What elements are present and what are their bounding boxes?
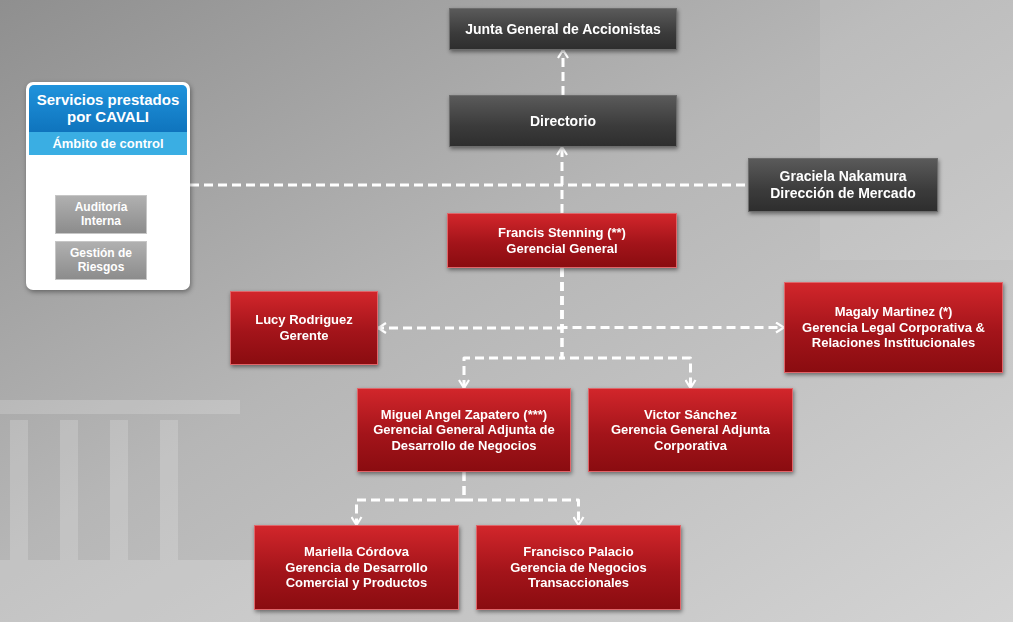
person-name: Lucy Rodriguez [237, 312, 371, 328]
dashed-connector [562, 268, 784, 328]
person-name: Magaly Martinez (*) [791, 304, 996, 320]
role-title: Gerente [237, 328, 371, 344]
governance-box: Graciela NakamuraDirección de Mercado [748, 158, 938, 212]
position-box: Francisco PalacioGerencia de Negocios Tr… [476, 525, 681, 610]
dashed-connector [561, 147, 564, 213]
box-content: Victor SánchezGerencia General Adjunta C… [595, 407, 786, 454]
dashed-connector [464, 472, 579, 525]
service-panel: Servicios prestados por CAVALIÁmbito de … [26, 82, 190, 290]
dashed-connector [562, 268, 691, 388]
governance-box: Junta General de Accionistas [449, 8, 677, 50]
dashed-connector [357, 472, 465, 525]
role-title: Gerencial General [454, 241, 670, 257]
position-box: Lucy RodriguezGerente [230, 291, 378, 365]
person-name: Mariella Córdova [261, 544, 452, 560]
position-box: Miguel Angel Zapatero (***)Gerencial Gen… [357, 388, 571, 472]
box-content: Francis Stenning (**)Gerencial General [454, 225, 670, 256]
function-box: Auditoría Interna [55, 195, 147, 234]
box-content: Graciela NakamuraDirección de Mercado [755, 168, 931, 202]
role-title: Gerencia Legal Corporativa & Relaciones … [791, 320, 996, 351]
box-label: Directorio [456, 113, 670, 130]
box-content: Gestión de Riesgos [60, 246, 142, 275]
box-content: Mariella CórdovaGerencia de Desarrollo C… [261, 544, 452, 591]
position-box: Mariella CórdovaGerencia de Desarrollo C… [254, 525, 459, 610]
position-box: Victor SánchezGerencia General Adjunta C… [588, 388, 793, 472]
box-content: Miguel Angel Zapatero (***)Gerencial Gen… [364, 407, 564, 454]
dashed-connector [464, 268, 562, 388]
person-name: Francisco Palacio [483, 544, 674, 560]
person-name: Graciela Nakamura [755, 168, 931, 185]
box-content: Auditoría Interna [60, 200, 142, 229]
person-name: Victor Sánchez [595, 407, 786, 423]
role-title: Dirección de Mercado [755, 185, 931, 202]
box-content: Junta General de Accionistas [456, 21, 670, 38]
box-label: Gestión de Riesgos [60, 246, 142, 275]
position-box: Magaly Martinez (*)Gerencia Legal Corpor… [784, 282, 1003, 373]
box-label: Junta General de Accionistas [456, 21, 670, 38]
dashed-connector [378, 268, 562, 328]
dashed-connector [190, 184, 748, 187]
function-box: Gestión de Riesgos [55, 241, 147, 280]
dashed-connector [562, 50, 565, 95]
role-title: Gerencia General Adjunta Corporativa [595, 422, 786, 453]
governance-box: Directorio [449, 95, 677, 147]
person-name: Miguel Angel Zapatero (***) [364, 407, 564, 423]
person-name: Francis Stenning (**) [454, 225, 670, 241]
box-label: Auditoría Interna [60, 200, 142, 229]
role-title: Gerencia de Negocios Transaccionales [483, 560, 674, 591]
box-content: Lucy RodriguezGerente [237, 312, 371, 343]
box-content: Francisco PalacioGerencia de Negocios Tr… [483, 544, 674, 591]
box-content: Directorio [456, 113, 670, 130]
role-title: Gerencia de Desarrollo Comercial y Produ… [261, 560, 452, 591]
role-title: Gerencial General Adjunta de Desarrollo … [364, 422, 564, 453]
box-content: Magaly Martinez (*)Gerencia Legal Corpor… [791, 304, 996, 351]
panel-heading: Servicios prestados por CAVALI [29, 85, 187, 132]
position-box: Francis Stenning (**)Gerencial General [447, 213, 677, 268]
panel-band-label: Ámbito de control [29, 132, 187, 156]
